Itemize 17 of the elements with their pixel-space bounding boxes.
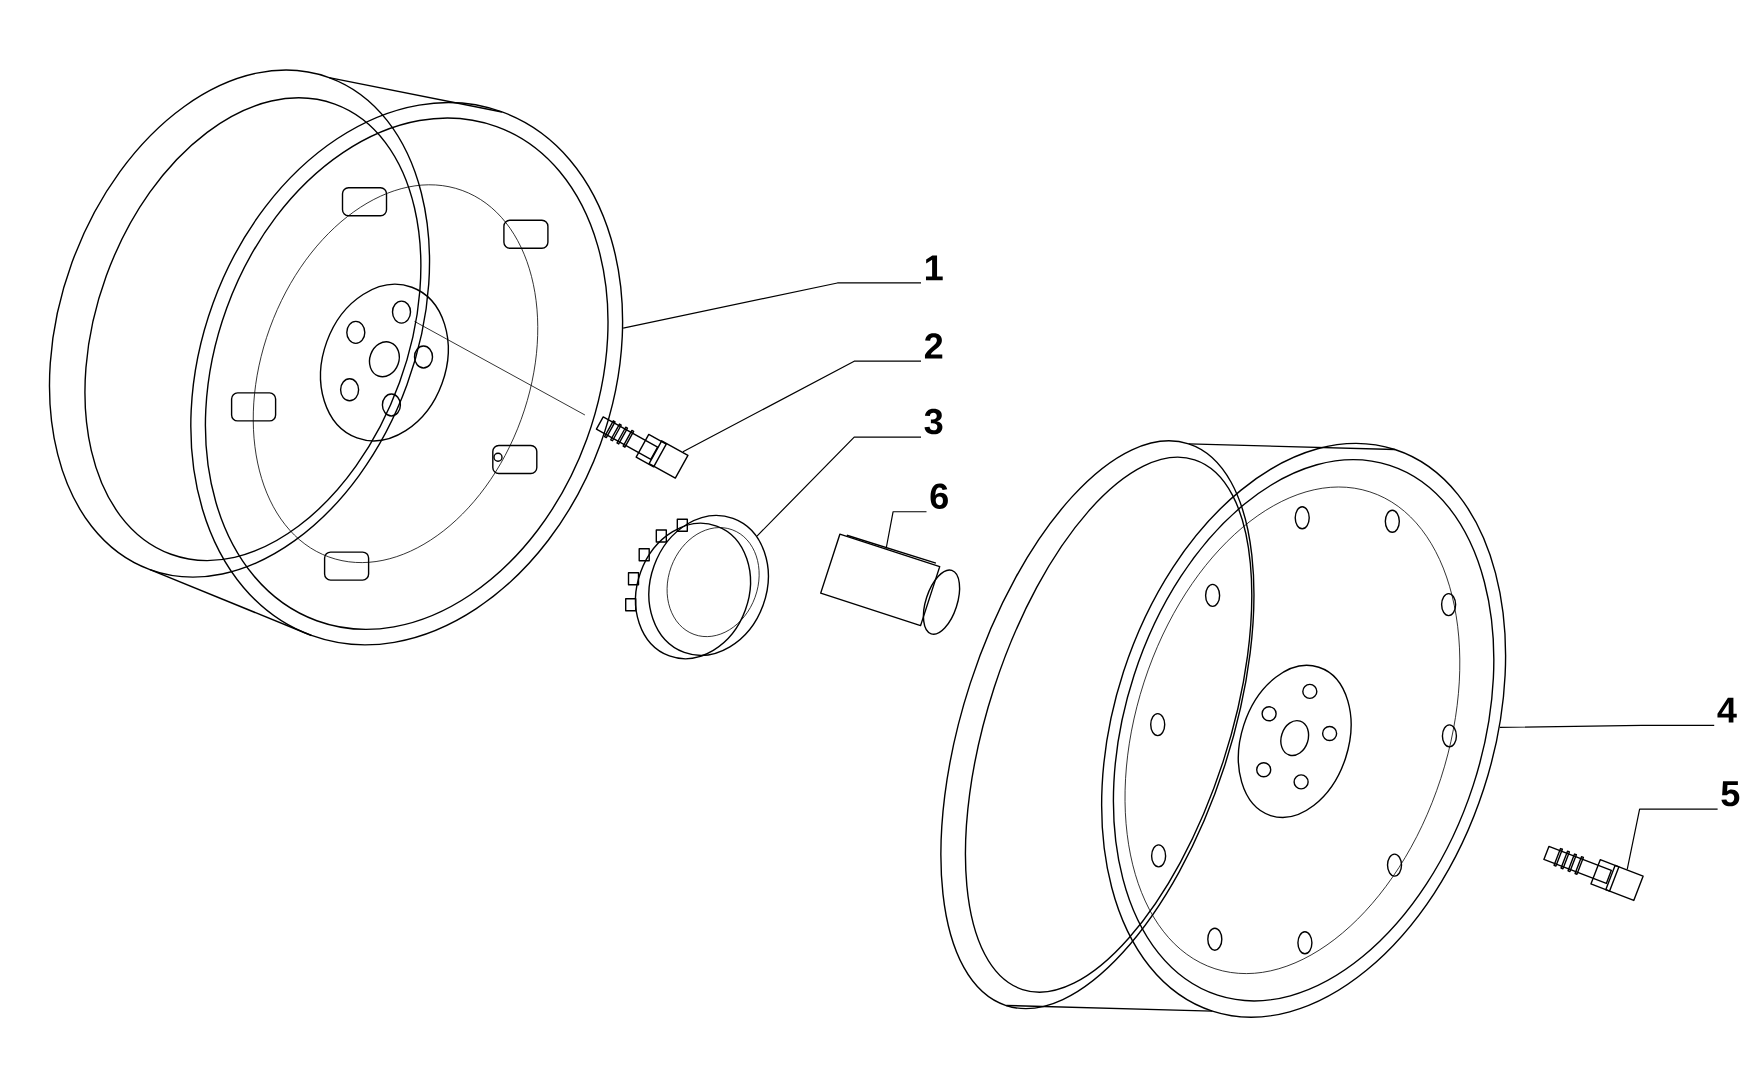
leader-line: [1499, 724, 1715, 728]
nut-drawing: [820, 533, 961, 635]
callout-number: 2: [924, 333, 943, 359]
leader-line: [622, 282, 922, 329]
leader-line: [1626, 808, 1719, 870]
bolt-drawing: [595, 416, 689, 479]
leader-line: [756, 436, 922, 537]
hub-cap-drawing: [625, 514, 769, 660]
callout-number: 3: [924, 408, 943, 435]
callout-number: 5: [1721, 781, 1740, 807]
leader-line: [682, 360, 922, 453]
callout-number: 4: [1717, 697, 1737, 723]
callout-number: 1: [926, 255, 943, 281]
callout-number: 6: [930, 483, 948, 510]
leader-line: [885, 511, 928, 550]
bolt-drawing: [1543, 845, 1644, 902]
wheel-drawing: [48, 69, 623, 646]
